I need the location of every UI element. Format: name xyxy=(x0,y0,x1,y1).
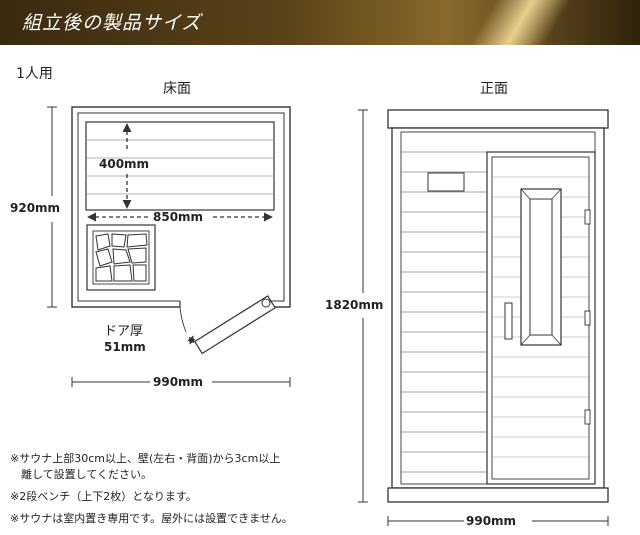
door-hinge-icon xyxy=(261,298,271,308)
door-handle-icon xyxy=(504,302,513,340)
note-line-1: ※サウナ上部30cm以上、壁(左右・背面)から3cm以上 xyxy=(10,452,281,465)
note-line-3: ※2段ベンチ（上下2枚）となります。 xyxy=(10,490,197,503)
door-opening xyxy=(180,296,260,308)
note-line-2: 離して設置してください。 xyxy=(10,468,153,481)
bench xyxy=(85,121,275,211)
hinge-icon xyxy=(584,209,591,225)
floor-plan xyxy=(47,106,291,387)
door-thickness-value: 51mm xyxy=(104,340,146,354)
header-shine xyxy=(440,0,600,45)
door-thickness-title: ドア厚 xyxy=(104,324,144,339)
dim-850-label: 850mm xyxy=(153,210,204,224)
wall-planks xyxy=(401,151,487,473)
door-swing-arc xyxy=(179,306,187,333)
header-title: 組立後の製品サイズ xyxy=(22,12,202,34)
capacity-label: 1人用 xyxy=(16,66,53,82)
hinge-icon xyxy=(584,310,591,326)
door-window-inner xyxy=(529,198,553,336)
control-panel-icon xyxy=(427,172,465,192)
door-leaf xyxy=(193,295,276,355)
front-view xyxy=(358,109,609,526)
door-thickness-arrow xyxy=(187,335,196,345)
header-bar: 組立後の製品サイズ xyxy=(0,0,640,45)
front-top-cap xyxy=(387,109,609,129)
floor-plan-label: 床面 xyxy=(163,81,191,97)
dim-400-label: 400mm xyxy=(99,157,150,171)
note-line-4: ※サウナは室内置き専用です。屋外には設置できません。 xyxy=(10,512,293,525)
dim-1820-label: 1820mm xyxy=(325,298,384,312)
dim-990-floor-label: 990mm xyxy=(153,375,204,389)
front-base xyxy=(387,487,609,503)
dim-990-front-label: 990mm xyxy=(466,514,517,528)
hinge-icon xyxy=(584,409,591,425)
dim-920-label: 920mm xyxy=(10,201,61,215)
heater-stones-icon xyxy=(95,233,148,282)
front-view-label: 正面 xyxy=(480,81,508,97)
